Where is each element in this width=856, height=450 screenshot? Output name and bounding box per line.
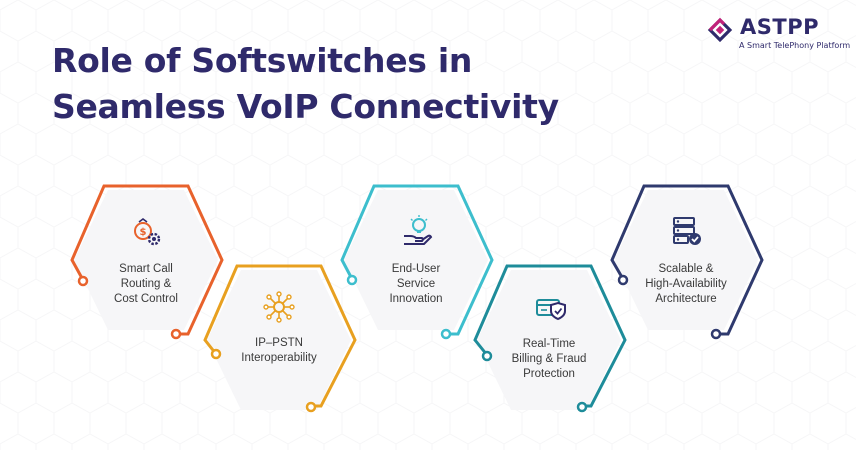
hex-fill-1 [74,190,218,330]
page-title: Role of Softswitches in Seamless VoIP Co… [52,38,559,130]
astpp-logo-mark-icon [707,17,733,43]
hex-fill-2 [207,270,351,410]
hex-node-1a [77,275,89,287]
astpp-logo: ASTPP A Smart TelePhony Platform [706,14,850,58]
logo-tagline: A Smart TelePhony Platform [739,41,851,50]
hex-node-2b [305,401,317,413]
hex-outline-1 [70,184,224,336]
step-label-1: Smart Call Routing & Cost Control [114,263,178,305]
hex-node-5b [710,328,722,340]
hex-fill-3 [344,190,488,330]
step-label-5: Scalable & High-Availability Architectur… [645,263,727,305]
title-line-2: Seamless VoIP Connectivity [52,87,559,126]
hex-node-1b [170,328,182,340]
server-check-icon [673,217,701,245]
lightbulb-hand-icon [404,215,433,245]
title-line-1: Role of Softswitches in [52,41,473,80]
hex-outline-4 [473,264,627,408]
hex-outline-3 [340,184,494,336]
hex-outline-2 [203,264,357,408]
step-label-4: Real-Time Billing & Fraud Protection [511,338,587,380]
hex-fill-4 [477,270,621,410]
hex-node-4a [481,350,493,362]
step-label-3: End-User Service Innovation [389,263,443,305]
dollar-gear-icon: $ [134,218,161,246]
network-hub-icon [263,291,295,323]
svg-text:$: $ [140,227,147,238]
hex-node-3a [346,274,358,286]
hex-node-3b [440,328,452,340]
hex-node-4b [576,401,588,413]
hex-node-2a [210,348,222,360]
hex-outline-5 [610,184,764,336]
step-label-2: IP–PSTN Interoperability [241,337,317,364]
logo-name: ASTPP [740,15,819,39]
shield-card-icon [536,299,566,321]
hex-node-5a [617,274,629,286]
hex-fill-5 [614,190,758,330]
